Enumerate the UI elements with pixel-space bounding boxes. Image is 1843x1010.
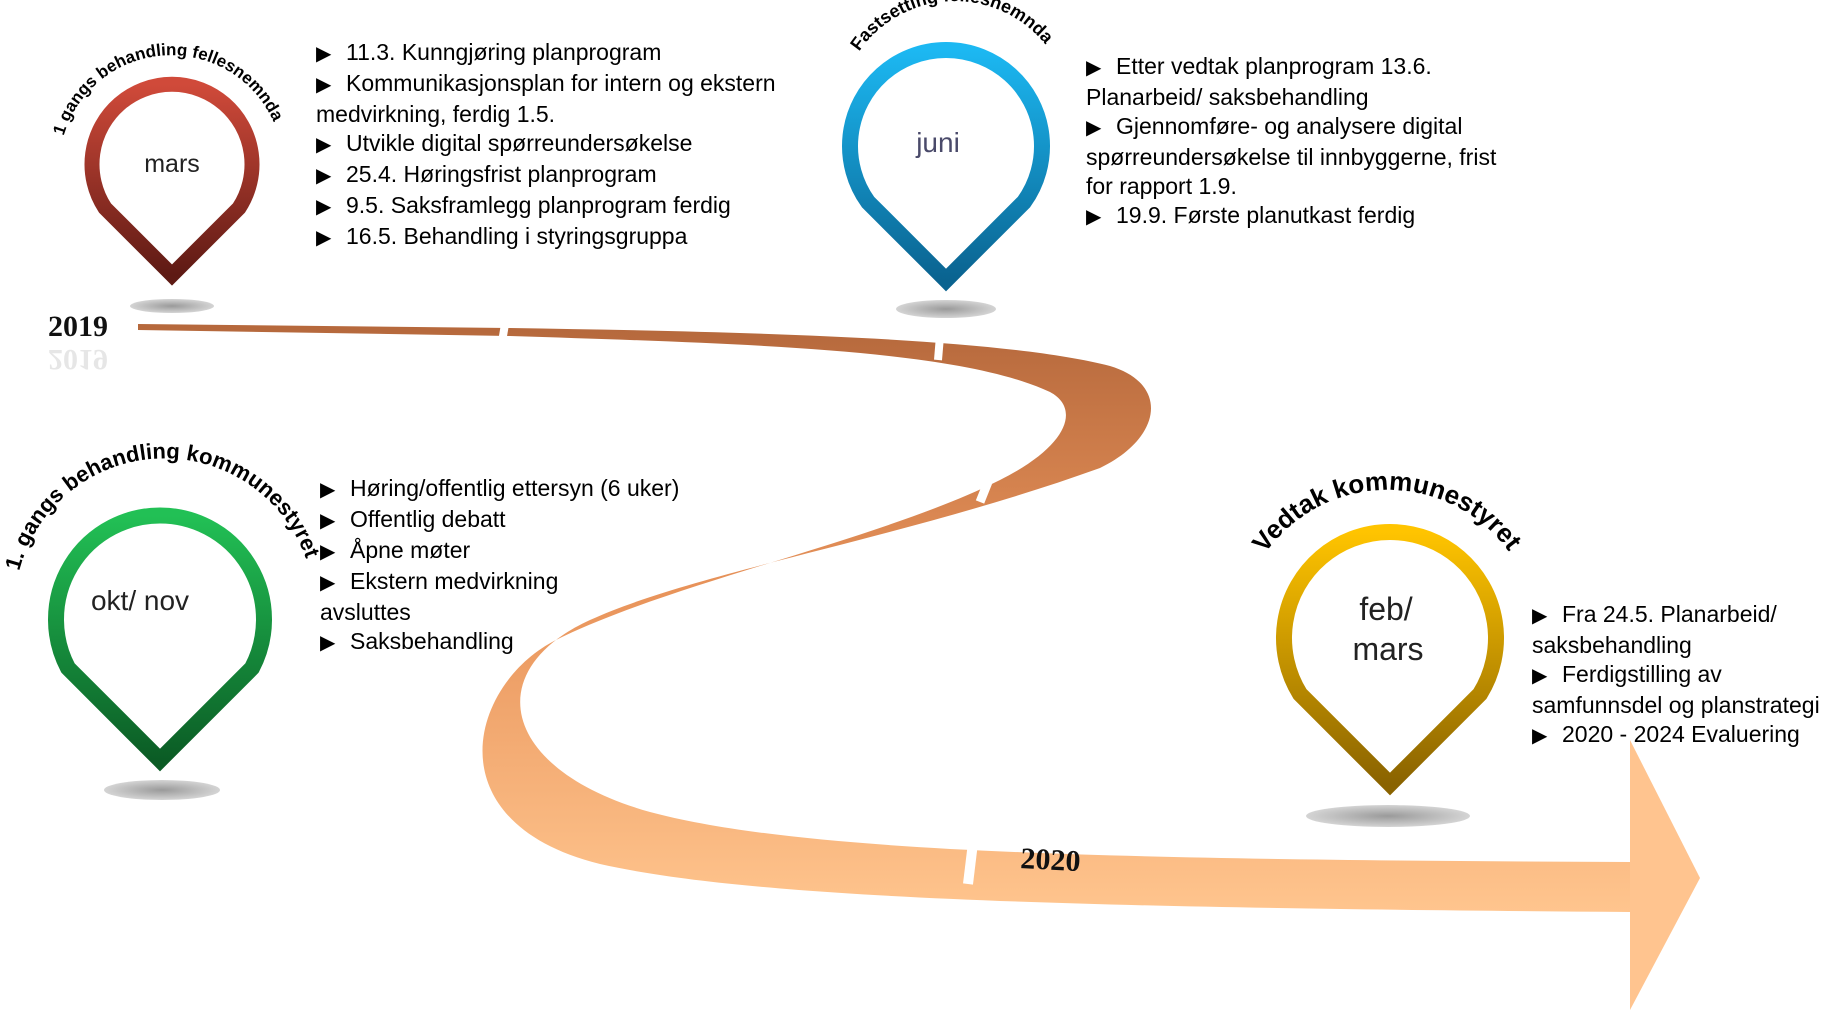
- year-2020-label: 2020: [1020, 842, 1082, 878]
- milestone-items-okt-nov: Høring/offentlig ettersyn (6 uker) Offen…: [320, 474, 679, 658]
- list-item: Fra 24.5. Planarbeid/ saksbehandling: [1532, 600, 1842, 660]
- list-item: 16.5. Behandling i styringsgruppa: [316, 222, 816, 253]
- triangle-right-icon: [320, 536, 342, 567]
- pin-shadow: [130, 299, 214, 313]
- triangle-right-icon: [316, 69, 338, 100]
- list-item: Utvikle digital spørreundersøkelse: [316, 129, 816, 160]
- triangle-right-icon: [320, 627, 342, 658]
- triangle-right-icon: [316, 160, 338, 191]
- pin-month-label: juni: [915, 127, 960, 158]
- list-item: Etter vedtak planprogram 13.6. Planarbei…: [1086, 52, 1526, 112]
- list-item: Ekstern medvirkning avsluttes: [320, 567, 610, 627]
- map-pin-icon: [1276, 524, 1504, 796]
- triangle-right-icon: [316, 191, 338, 222]
- triangle-right-icon: [1086, 201, 1108, 232]
- road-gap: [498, 317, 510, 343]
- map-pin-icon: [84, 76, 260, 286]
- timeline-arrowhead: [1630, 740, 1700, 1010]
- milestone-heading: Vedtak kommunestyret: [1246, 466, 1528, 558]
- triangle-right-icon: [1532, 720, 1554, 751]
- pin-month-label: mars: [144, 150, 200, 178]
- list-item: Gjennomføre- og analysere digital spørre…: [1086, 112, 1526, 201]
- map-pin-icon: [842, 42, 1050, 292]
- list-item: Ferdigstilling av samfunnsdel og planstr…: [1532, 660, 1842, 720]
- list-item: 11.3. Kunngjøring planprogram: [316, 38, 816, 69]
- pin-feb-mars: feb/ mars: [1276, 524, 1504, 796]
- pin-month-label-line2: mars: [1352, 631, 1423, 667]
- road-gap: [975, 470, 997, 504]
- list-item: Høring/offentlig ettersyn (6 uker): [320, 474, 679, 505]
- triangle-right-icon: [1532, 660, 1554, 691]
- list-item: 2020 - 2024 Evaluering: [1532, 720, 1842, 751]
- milestone-items-juni: Etter vedtak planprogram 13.6. Planarbei…: [1086, 52, 1526, 232]
- year-2019-label: 2019: [48, 310, 108, 343]
- milestone-items-mars: 11.3. Kunngjøring planprogram Kommunikas…: [316, 38, 816, 253]
- list-item: Kommunikasjonsplan for intern og ekstern…: [316, 69, 816, 129]
- milestone-items-feb-mars: Fra 24.5. Planarbeid/ saksbehandling Fer…: [1532, 600, 1842, 751]
- list-item: Saksbehandling: [320, 627, 610, 658]
- pin-month-label: okt/ nov: [91, 585, 189, 616]
- pin-shadow: [104, 780, 220, 800]
- pin-okt-nov: okt/ nov: [48, 507, 272, 772]
- triangle-right-icon: [320, 505, 342, 536]
- triangle-right-icon: [316, 222, 338, 253]
- list-item: 25.4. Høringsfrist planprogram: [316, 160, 816, 191]
- triangle-right-icon: [320, 474, 342, 505]
- triangle-right-icon: [1086, 112, 1108, 143]
- road-gap: [963, 825, 980, 885]
- triangle-right-icon: [316, 129, 338, 160]
- triangle-right-icon: [316, 38, 338, 69]
- pin-month-label-line1: feb/: [1359, 591, 1412, 627]
- map-pin-icon: [48, 507, 272, 772]
- list-item: 9.5. Saksframlegg planprogram ferdig: [316, 191, 816, 222]
- pin-shadow: [1306, 805, 1470, 827]
- pin-juni: juni: [842, 42, 1050, 292]
- list-item: 19.9. Første planutkast ferdig: [1086, 201, 1526, 232]
- road-gap: [934, 335, 944, 361]
- triangle-right-icon: [1532, 600, 1554, 631]
- triangle-right-icon: [320, 567, 342, 598]
- list-item: Offentlig debatt: [320, 505, 610, 536]
- milestone-heading: 1. gangs behandling kommunestyret: [0, 438, 325, 572]
- timeline-road: [138, 324, 1630, 912]
- pin-shadow: [896, 300, 996, 318]
- pin-mars: mars: [84, 76, 260, 286]
- triangle-right-icon: [1086, 52, 1108, 83]
- year-2019-reflection: 2019: [48, 343, 108, 376]
- list-item: Åpne møter: [320, 536, 610, 567]
